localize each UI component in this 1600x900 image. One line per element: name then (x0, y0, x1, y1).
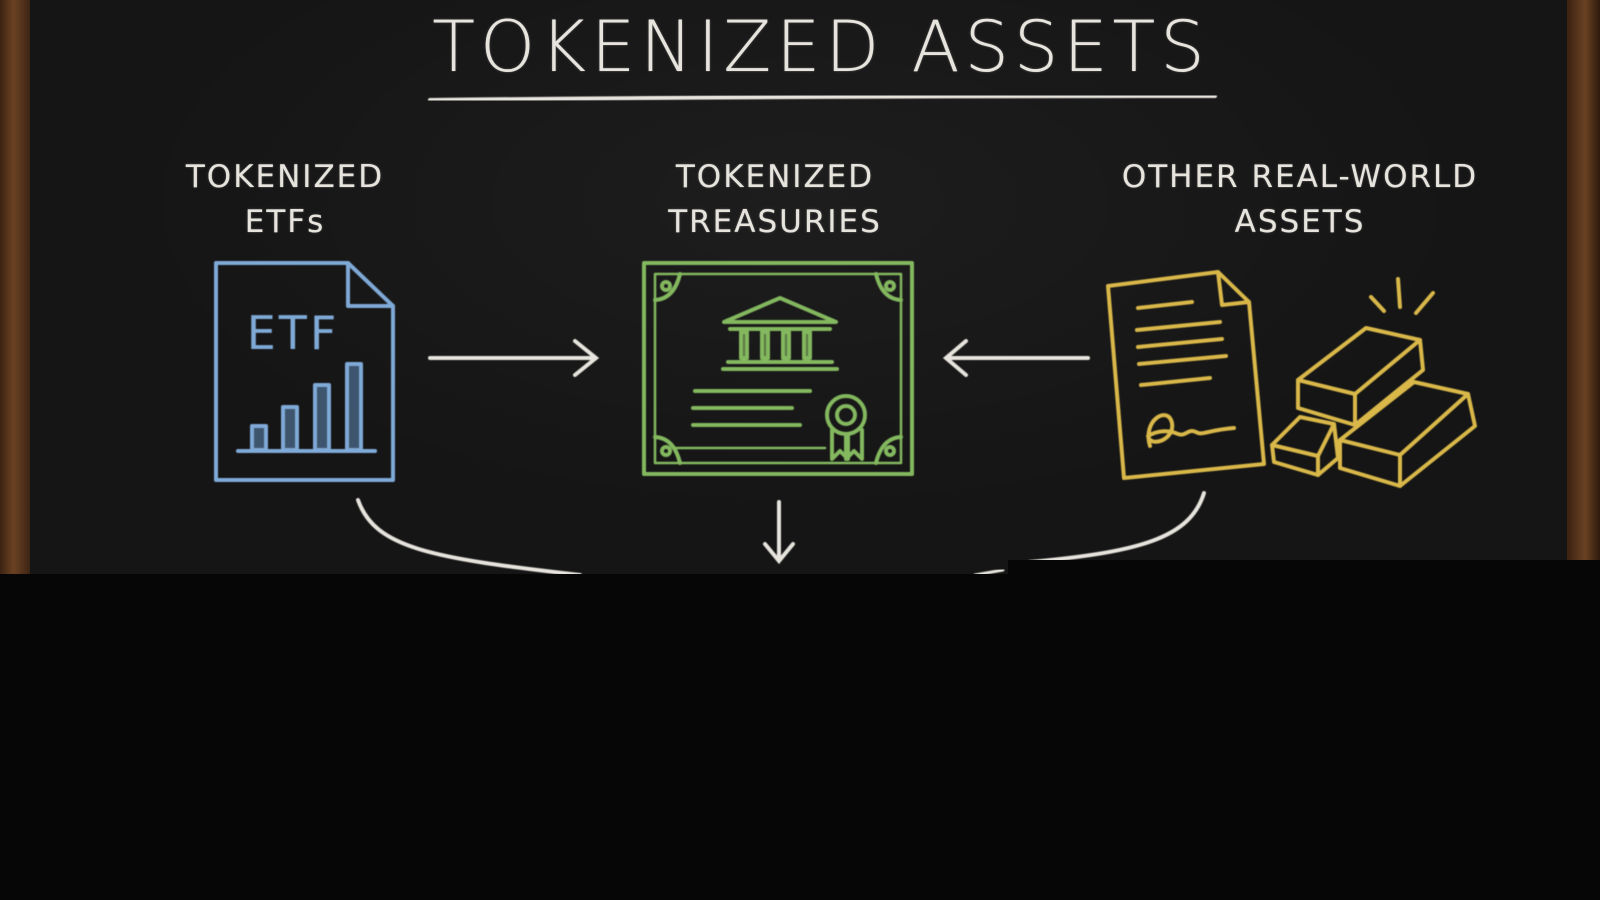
chalkboard: TOKENIZED ASSETS TOKENIZED ETFs TOKENIZE… (0, 0, 1600, 575)
gold-bars-icon (1270, 277, 1477, 488)
category-label-rwa: OTHER REAL-WORLD ASSETS (1121, 159, 1479, 240)
page-title: TOKENIZED ASSETS (432, 6, 1210, 88)
dark-overlay-edge (1008, 560, 1600, 576)
deed-document-icon (1106, 270, 1266, 480)
category-label-etf: TOKENIZED ETFs (185, 159, 385, 240)
board-frame-left (0, 0, 30, 575)
arrow-left-icon (942, 339, 1090, 377)
connector-curve-left (356, 498, 582, 575)
title-underline (428, 94, 1217, 102)
tokenized-assets-diagram: ETF (214, 94, 1477, 575)
board-frame-right (1567, 0, 1600, 560)
treasury-certificate-icon (642, 261, 914, 476)
category-label-treasury: TOKENIZED TREASURIES (668, 159, 882, 240)
etf-icon-text: ETF (247, 306, 340, 360)
etf-document-bar-chart-icon (214, 261, 395, 482)
arrow-right-icon (428, 339, 600, 377)
arrow-down-icon (763, 500, 795, 565)
connector-curve-right (1028, 491, 1206, 564)
dark-overlay (0, 574, 1600, 900)
